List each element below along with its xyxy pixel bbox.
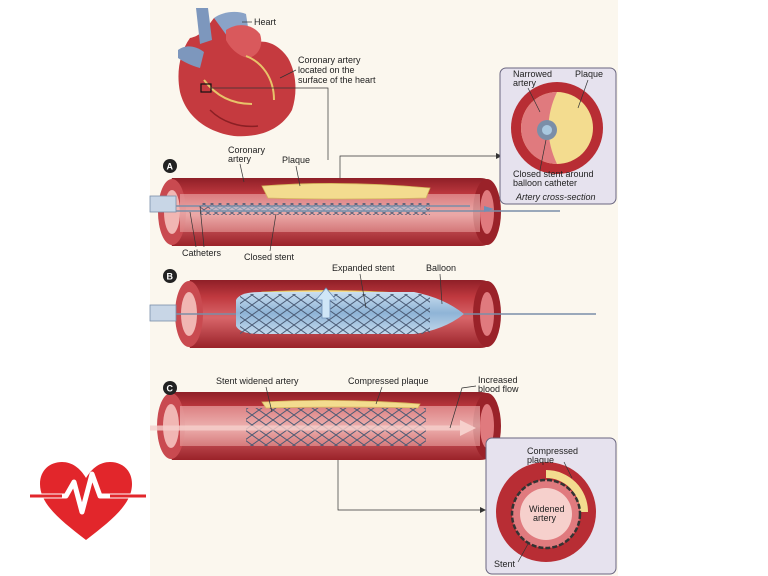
narrowed-artery-label: Narrowed artery: [513, 69, 555, 88]
step-a-badge: [163, 159, 177, 173]
svg-text:A: A: [167, 162, 174, 172]
cross-section-inset-a: [499, 67, 617, 205]
coronary-artery-located-label: Coronary artery located on the surface o…: [298, 55, 376, 85]
widened-artery-label: Widened artery: [529, 504, 567, 523]
step-b-badge: [163, 269, 177, 283]
plaque-a: [261, 183, 431, 200]
artery-b: [149, 280, 596, 348]
artery-a: [149, 178, 560, 246]
svg-text:C: C: [167, 384, 174, 394]
plaque-label: Plaque: [282, 155, 310, 165]
cross-plaque-label: Plaque: [575, 69, 603, 79]
artery-c: [150, 392, 501, 460]
compressed-plaque-label: Compressed plaque: [348, 376, 429, 386]
heart-illustration: [178, 8, 296, 137]
expanded-stent-label: Expanded stent: [332, 263, 395, 273]
svg-text:B: B: [167, 272, 174, 282]
artery-cross-section-label: Artery cross-section: [515, 192, 596, 202]
balloon-label: Balloon: [426, 263, 456, 273]
heart-label: Heart: [254, 17, 277, 27]
heart-pulse-icon: [30, 462, 146, 540]
blood-flow-arrow: [460, 420, 476, 436]
closed-stent-label: Closed stent: [244, 252, 295, 262]
stent-widened-artery-label: Stent widened artery: [216, 376, 299, 386]
catheters-label: Catheters: [182, 248, 222, 258]
cross-section-inset-c: [485, 437, 617, 575]
compressed-plaque-2-label: Compressed plaque: [527, 446, 581, 465]
expanded-stent-b: [240, 294, 430, 334]
coronary-artery-label: Coronary artery: [228, 145, 268, 164]
step-c-badge: [163, 381, 177, 395]
stent-label: Stent: [494, 559, 516, 569]
closed-stent-around-label: Closed stent around balloon catheter: [513, 169, 596, 188]
increased-blood-flow-label: Increased blood flow: [478, 375, 520, 394]
